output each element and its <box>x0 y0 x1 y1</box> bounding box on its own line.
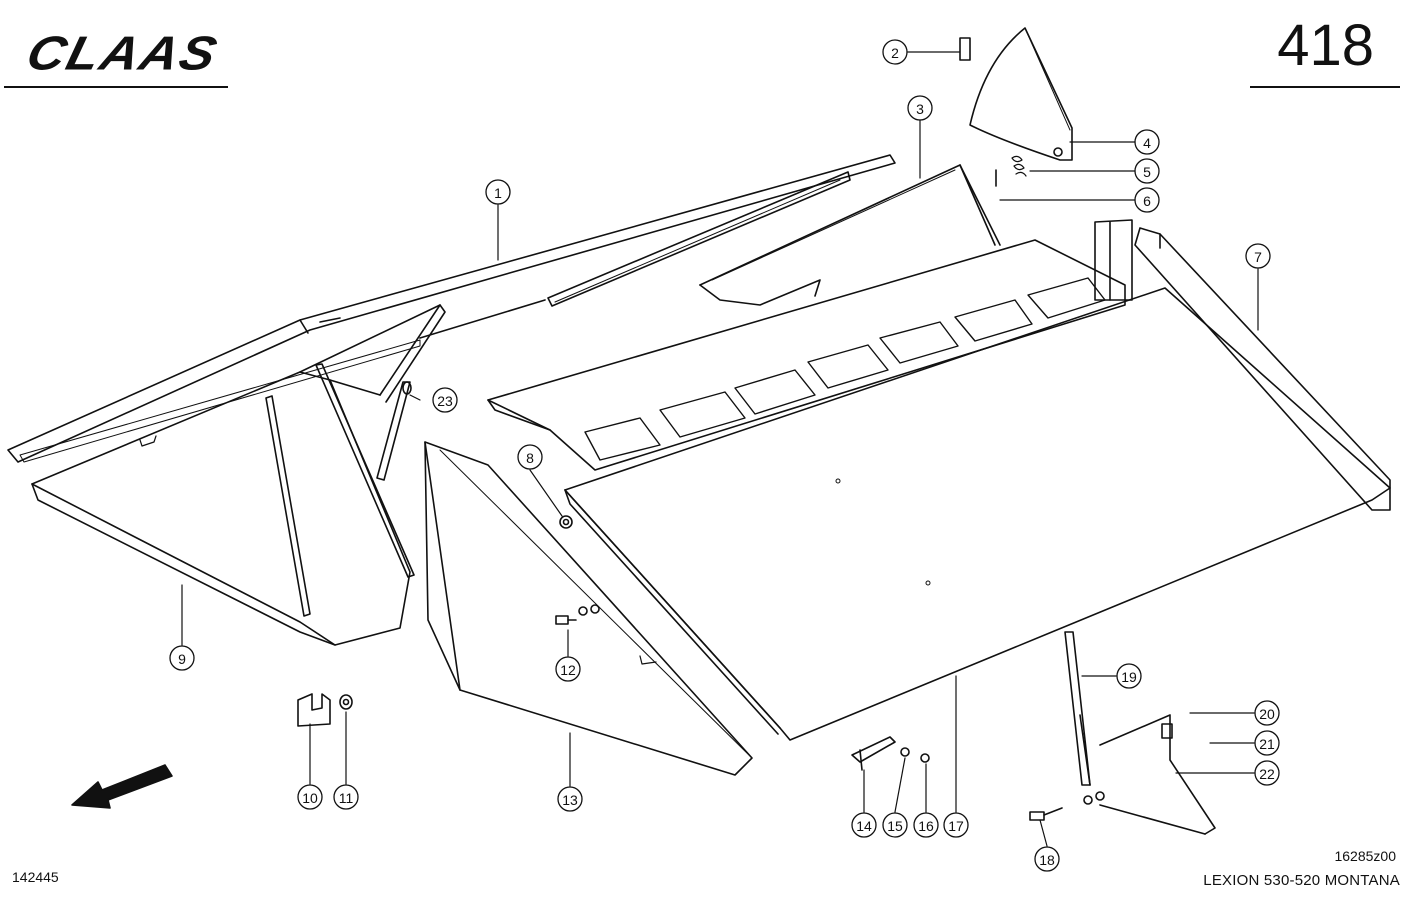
part-bolt-washer <box>555 604 600 625</box>
part-spring-pin <box>995 155 1027 187</box>
callout-10: 10 <box>302 790 318 806</box>
callout-4: 4 <box>1143 135 1151 151</box>
callout-23-circle <box>432 387 458 413</box>
drawing-number: 16285z00 <box>1334 848 1396 864</box>
callout-17: 17 <box>948 818 964 834</box>
leader-lines <box>181 51 1259 847</box>
header-rule-left <box>4 86 228 88</box>
part-hinge <box>851 736 930 771</box>
callout-11: 11 <box>339 790 354 806</box>
callout-18-circle <box>1034 846 1060 872</box>
part-nut <box>559 515 573 529</box>
part-lower-side-panel <box>424 441 753 776</box>
callout-1-circle <box>485 179 511 205</box>
callout-19: 19 <box>1121 669 1137 685</box>
part-cover-panel <box>564 287 1391 741</box>
part-rod <box>376 381 412 481</box>
callout-18: 18 <box>1039 852 1055 868</box>
callout-16-circle <box>913 812 939 838</box>
callout-9-circle <box>169 645 195 671</box>
callout-3: 3 <box>916 101 924 117</box>
part-central-grille-panel <box>487 219 1133 471</box>
part-top-rail <box>7 154 896 463</box>
callout-8: 8 <box>526 450 534 466</box>
callout-2: 2 <box>891 45 899 61</box>
document-id: 142445 <box>12 869 59 885</box>
callout-14: 14 <box>856 818 872 834</box>
callout-6-circle <box>1134 187 1160 213</box>
callout-4-circle <box>1134 129 1160 155</box>
part-right-side-rail <box>1134 227 1391 511</box>
callout-5-circle <box>1134 158 1160 184</box>
part-rear-upper-panel <box>699 164 1001 306</box>
callout-20-circle <box>1254 700 1280 726</box>
page-number: 418 <box>1277 13 1374 78</box>
part-bracket <box>297 693 353 727</box>
callouts <box>169 39 1280 872</box>
part-bolt-lower <box>1029 791 1105 821</box>
callout-11-circle <box>333 784 359 810</box>
callout-9: 9 <box>178 651 186 667</box>
direction-arrow-icon <box>71 764 173 809</box>
callout-19-circle <box>1116 663 1142 689</box>
model-name: LEXION 530-520 MONTANA <box>1203 872 1400 889</box>
callout-13-circle <box>557 786 583 812</box>
callout-2-circle <box>882 39 908 65</box>
callout-16: 16 <box>918 818 934 834</box>
callout-20: 20 <box>1259 706 1275 722</box>
callout-8-circle <box>517 444 543 470</box>
callout-15: 15 <box>887 818 903 834</box>
callout-13: 13 <box>562 792 578 808</box>
callout-10-circle <box>297 784 323 810</box>
callout-17-circle <box>943 812 969 838</box>
callout-14-circle <box>851 812 877 838</box>
callout-12-circle <box>555 656 581 682</box>
callout-1: 1 <box>494 185 502 201</box>
part-top-plate <box>959 27 1073 161</box>
callout-22-circle <box>1254 760 1280 786</box>
part-left-side-panel <box>31 304 446 646</box>
callout-22: 22 <box>1259 766 1275 782</box>
callout-3-circle <box>907 95 933 121</box>
callout-15-circle <box>882 812 908 838</box>
part-gas-strut <box>1064 631 1091 786</box>
callout-6: 6 <box>1143 193 1151 209</box>
callout-7-circle <box>1245 243 1271 269</box>
callout-7: 7 <box>1254 249 1262 265</box>
callout-5: 5 <box>1143 164 1151 180</box>
header-rule-right <box>1250 86 1400 88</box>
callout-12: 12 <box>560 662 576 678</box>
callout-21-circle <box>1254 730 1280 756</box>
callout-21: 21 <box>1259 736 1275 752</box>
callout-23: 23 <box>437 393 453 409</box>
part-strut-bracket <box>1099 714 1216 835</box>
